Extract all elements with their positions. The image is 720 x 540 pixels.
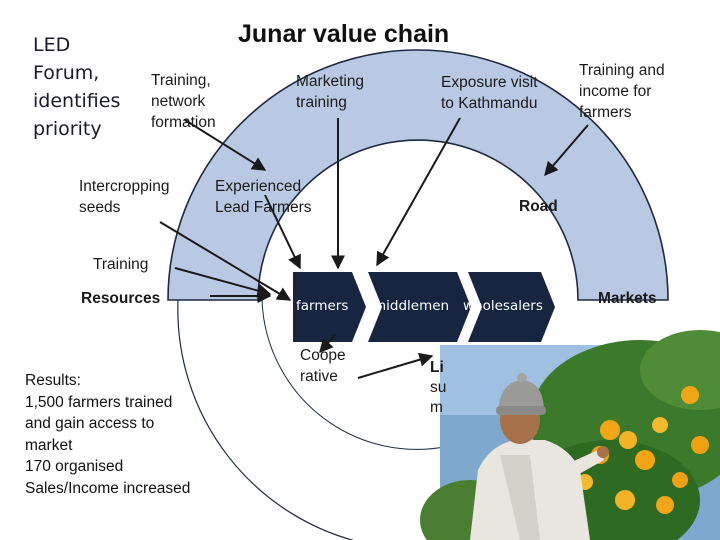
label-line: Lead Farmers xyxy=(215,199,312,216)
results-line: market xyxy=(25,436,73,454)
intercropping-seeds-label: Intercropping seeds xyxy=(79,176,169,218)
results-line: Sales/Income increased xyxy=(25,479,191,497)
chevron-wholesalers xyxy=(468,272,555,342)
results-block: Results: 1,500 farmers trained and gain … xyxy=(25,370,190,499)
arrow-exposure xyxy=(376,117,461,267)
diagram-title: Junar value chain xyxy=(238,20,450,48)
label-line: Training and xyxy=(579,62,665,79)
label-line: training xyxy=(296,94,347,111)
led-forum-line: Forum, xyxy=(33,62,100,84)
chevron-farmers xyxy=(293,272,366,342)
led-forum-line: LED xyxy=(33,34,71,56)
led-forum-line: identifies xyxy=(33,90,121,112)
arrow-training xyxy=(174,267,272,298)
label-line: m xyxy=(430,399,443,416)
lead-farmers-label: Experienced Lead Farmers xyxy=(215,176,311,218)
label-line: to Kathmandu xyxy=(441,95,538,112)
training-income-label: Training and income for farmers xyxy=(579,60,665,123)
arrow-training-income xyxy=(544,124,589,177)
road-label: Road xyxy=(519,198,558,215)
inner-lower-arc xyxy=(261,299,471,450)
chevron-middlemen xyxy=(368,272,471,342)
label-line: Coope xyxy=(300,347,346,364)
partial-hidden-text: Li su m xyxy=(430,358,446,418)
chain-middlemen: middlemen xyxy=(373,298,450,314)
label-line: seeds xyxy=(79,199,121,216)
label-line: Li xyxy=(430,359,444,376)
upper-arch xyxy=(167,49,669,301)
farmer-with-oranges-photo xyxy=(420,330,720,540)
chain-farmers: farmers xyxy=(296,298,349,314)
results-line: 170 organised xyxy=(25,458,124,475)
markets-label: Markets xyxy=(598,290,657,307)
arrow-cooperative-out xyxy=(357,352,434,379)
arrow-lead-farmers xyxy=(264,194,301,270)
label-line: network xyxy=(151,93,206,110)
label-line: rative xyxy=(300,368,338,385)
arrow-to-cooperative xyxy=(319,334,336,354)
chain-wholesalers: wholesalers xyxy=(463,298,543,314)
label-line: Experienced xyxy=(215,178,302,195)
results-line: and gain access to xyxy=(25,415,155,432)
label-line: Exposure visit xyxy=(441,74,538,91)
label-line: income for xyxy=(579,83,652,100)
marketing-training-label: Marketing training xyxy=(296,71,364,113)
led-forum-line: priority xyxy=(33,118,102,140)
label-line: Marketing xyxy=(296,73,365,90)
label-line: Intercropping xyxy=(79,178,170,195)
label-line: su xyxy=(430,379,447,396)
training-label: Training xyxy=(93,256,149,273)
exposure-visit-label: Exposure visit to Kathmandu xyxy=(441,72,538,114)
resources-label: Resources xyxy=(81,290,161,307)
led-forum-text: LED Forum, identifies priority xyxy=(33,31,120,143)
results-heading: Results: xyxy=(25,372,81,389)
training-network-label: Training, network formation xyxy=(151,70,216,133)
results-line: 1,500 farmers trained xyxy=(25,393,173,411)
label-line: formation xyxy=(151,114,216,131)
label-line: farmers xyxy=(579,104,632,121)
cooperative-label: Coope rative xyxy=(300,345,346,387)
label-line: Training, xyxy=(151,72,211,89)
arrow-training-network xyxy=(184,119,267,171)
